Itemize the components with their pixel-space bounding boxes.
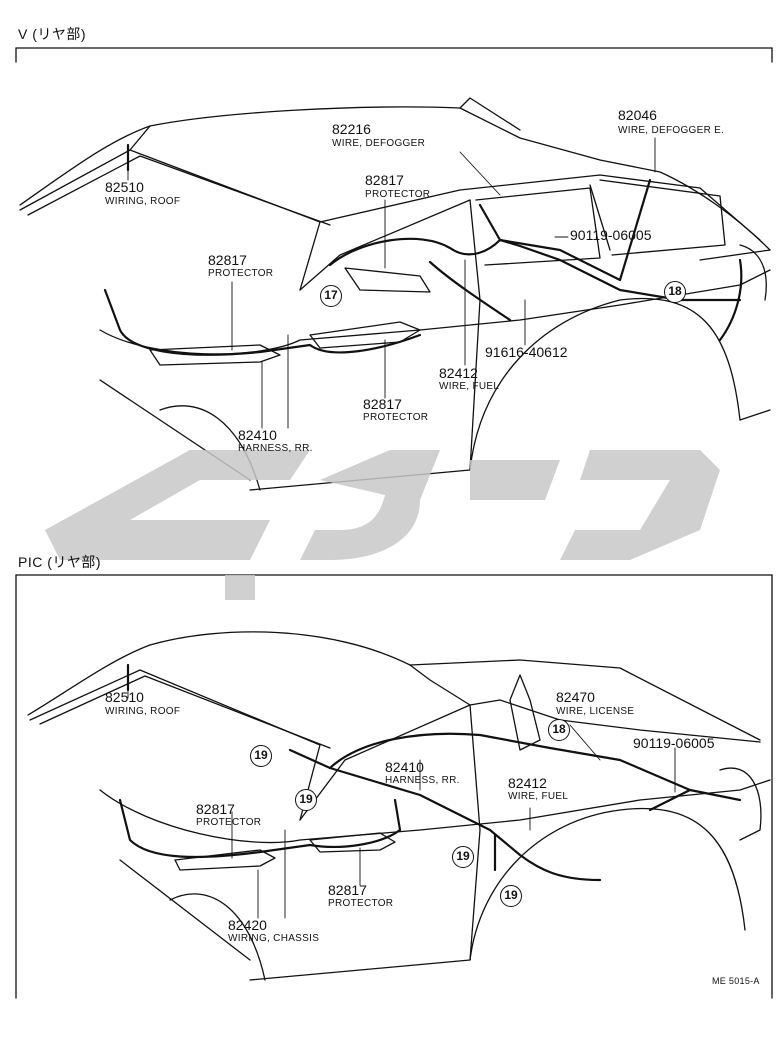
- part-number-82046: 82046: [618, 107, 657, 123]
- part-name-82817-v-top: PROTECTOR: [365, 189, 431, 200]
- part-name-82420: WIRING, CHASSIS: [228, 933, 320, 944]
- section-title-pic: PIC (リヤ部): [18, 554, 102, 570]
- protectors-v: [149, 267, 431, 366]
- part-name-82410-v: HARNESS, RR.: [238, 443, 313, 454]
- part-number-90119-pic: 90119-06005: [633, 735, 715, 751]
- part-number-82817-pic-right: 82817: [328, 882, 367, 898]
- part-number-82412-v: 82412: [439, 365, 478, 381]
- part-name-82216: WIRE, DEFOGGER: [332, 138, 426, 149]
- part-name-82510-v: WIRING, ROOF: [105, 196, 181, 207]
- callout-18-pic: 18: [548, 719, 570, 741]
- part-name-82817-pic-left: PROTECTOR: [196, 817, 262, 828]
- callout-17: 17: [320, 285, 342, 307]
- part-name-82412-v: WIRE, FUEL: [439, 381, 500, 392]
- part-name-82046: WIRE, DEFOGGER E.: [618, 125, 725, 136]
- leaders-pic: [127, 667, 676, 919]
- part-number-82410-pic: 82410: [385, 759, 424, 775]
- part-number-82817-pic-left: 82817: [196, 801, 235, 817]
- callout-19-b: 19: [295, 789, 317, 811]
- part-number-82410-v: 82410: [238, 427, 277, 443]
- part-number-82510-pic: 82510: [105, 689, 144, 705]
- part-name-82470: WIRE, LICENSE: [556, 706, 635, 717]
- part-name-82817-v-left: PROTECTOR: [208, 268, 274, 279]
- part-name-82412-pic: WIRE, FUEL: [508, 791, 569, 802]
- figure-code: ME 5015-A: [712, 976, 760, 986]
- protectors-pic: [174, 832, 396, 871]
- part-name-82817-pic-right: PROTECTOR: [328, 898, 394, 909]
- part-number-82817-v-left: 82817: [208, 252, 247, 268]
- part-number-82216: 82216: [332, 121, 371, 137]
- leaders-v: [127, 137, 656, 429]
- part-number-82510-v: 82510: [105, 179, 144, 195]
- part-number-82470: 82470: [556, 689, 595, 705]
- section-title-v: V (リヤ部): [18, 26, 87, 42]
- callout-19-c: 19: [452, 846, 474, 868]
- car-body-pic: [27, 631, 771, 981]
- part-number-82817-v-top: 82817: [365, 172, 404, 188]
- part-number-82817-v-bottom: 82817: [363, 396, 402, 412]
- section-frame-v: [15, 47, 773, 63]
- callout-19-d: 19: [500, 885, 522, 907]
- car-body-v: [19, 97, 771, 491]
- part-number-82412-pic: 82412: [508, 775, 547, 791]
- watermark-logo: [45, 450, 720, 600]
- part-number-90119-v: 90119-06005: [570, 227, 652, 243]
- section-frame-pic: [15, 574, 773, 999]
- callout-19-a: 19: [250, 745, 272, 767]
- part-number-82420: 82420: [228, 917, 267, 933]
- harness-v: [103, 143, 743, 356]
- part-number-91616: 91616-40612: [485, 344, 568, 360]
- part-name-82410-pic: HARNESS, RR.: [385, 775, 460, 786]
- harness-pic: [118, 663, 742, 882]
- part-name-82510-pic: WIRING, ROOF: [105, 706, 181, 717]
- callout-18-v: 18: [664, 281, 686, 303]
- part-name-82817-v-bottom: PROTECTOR: [363, 412, 429, 423]
